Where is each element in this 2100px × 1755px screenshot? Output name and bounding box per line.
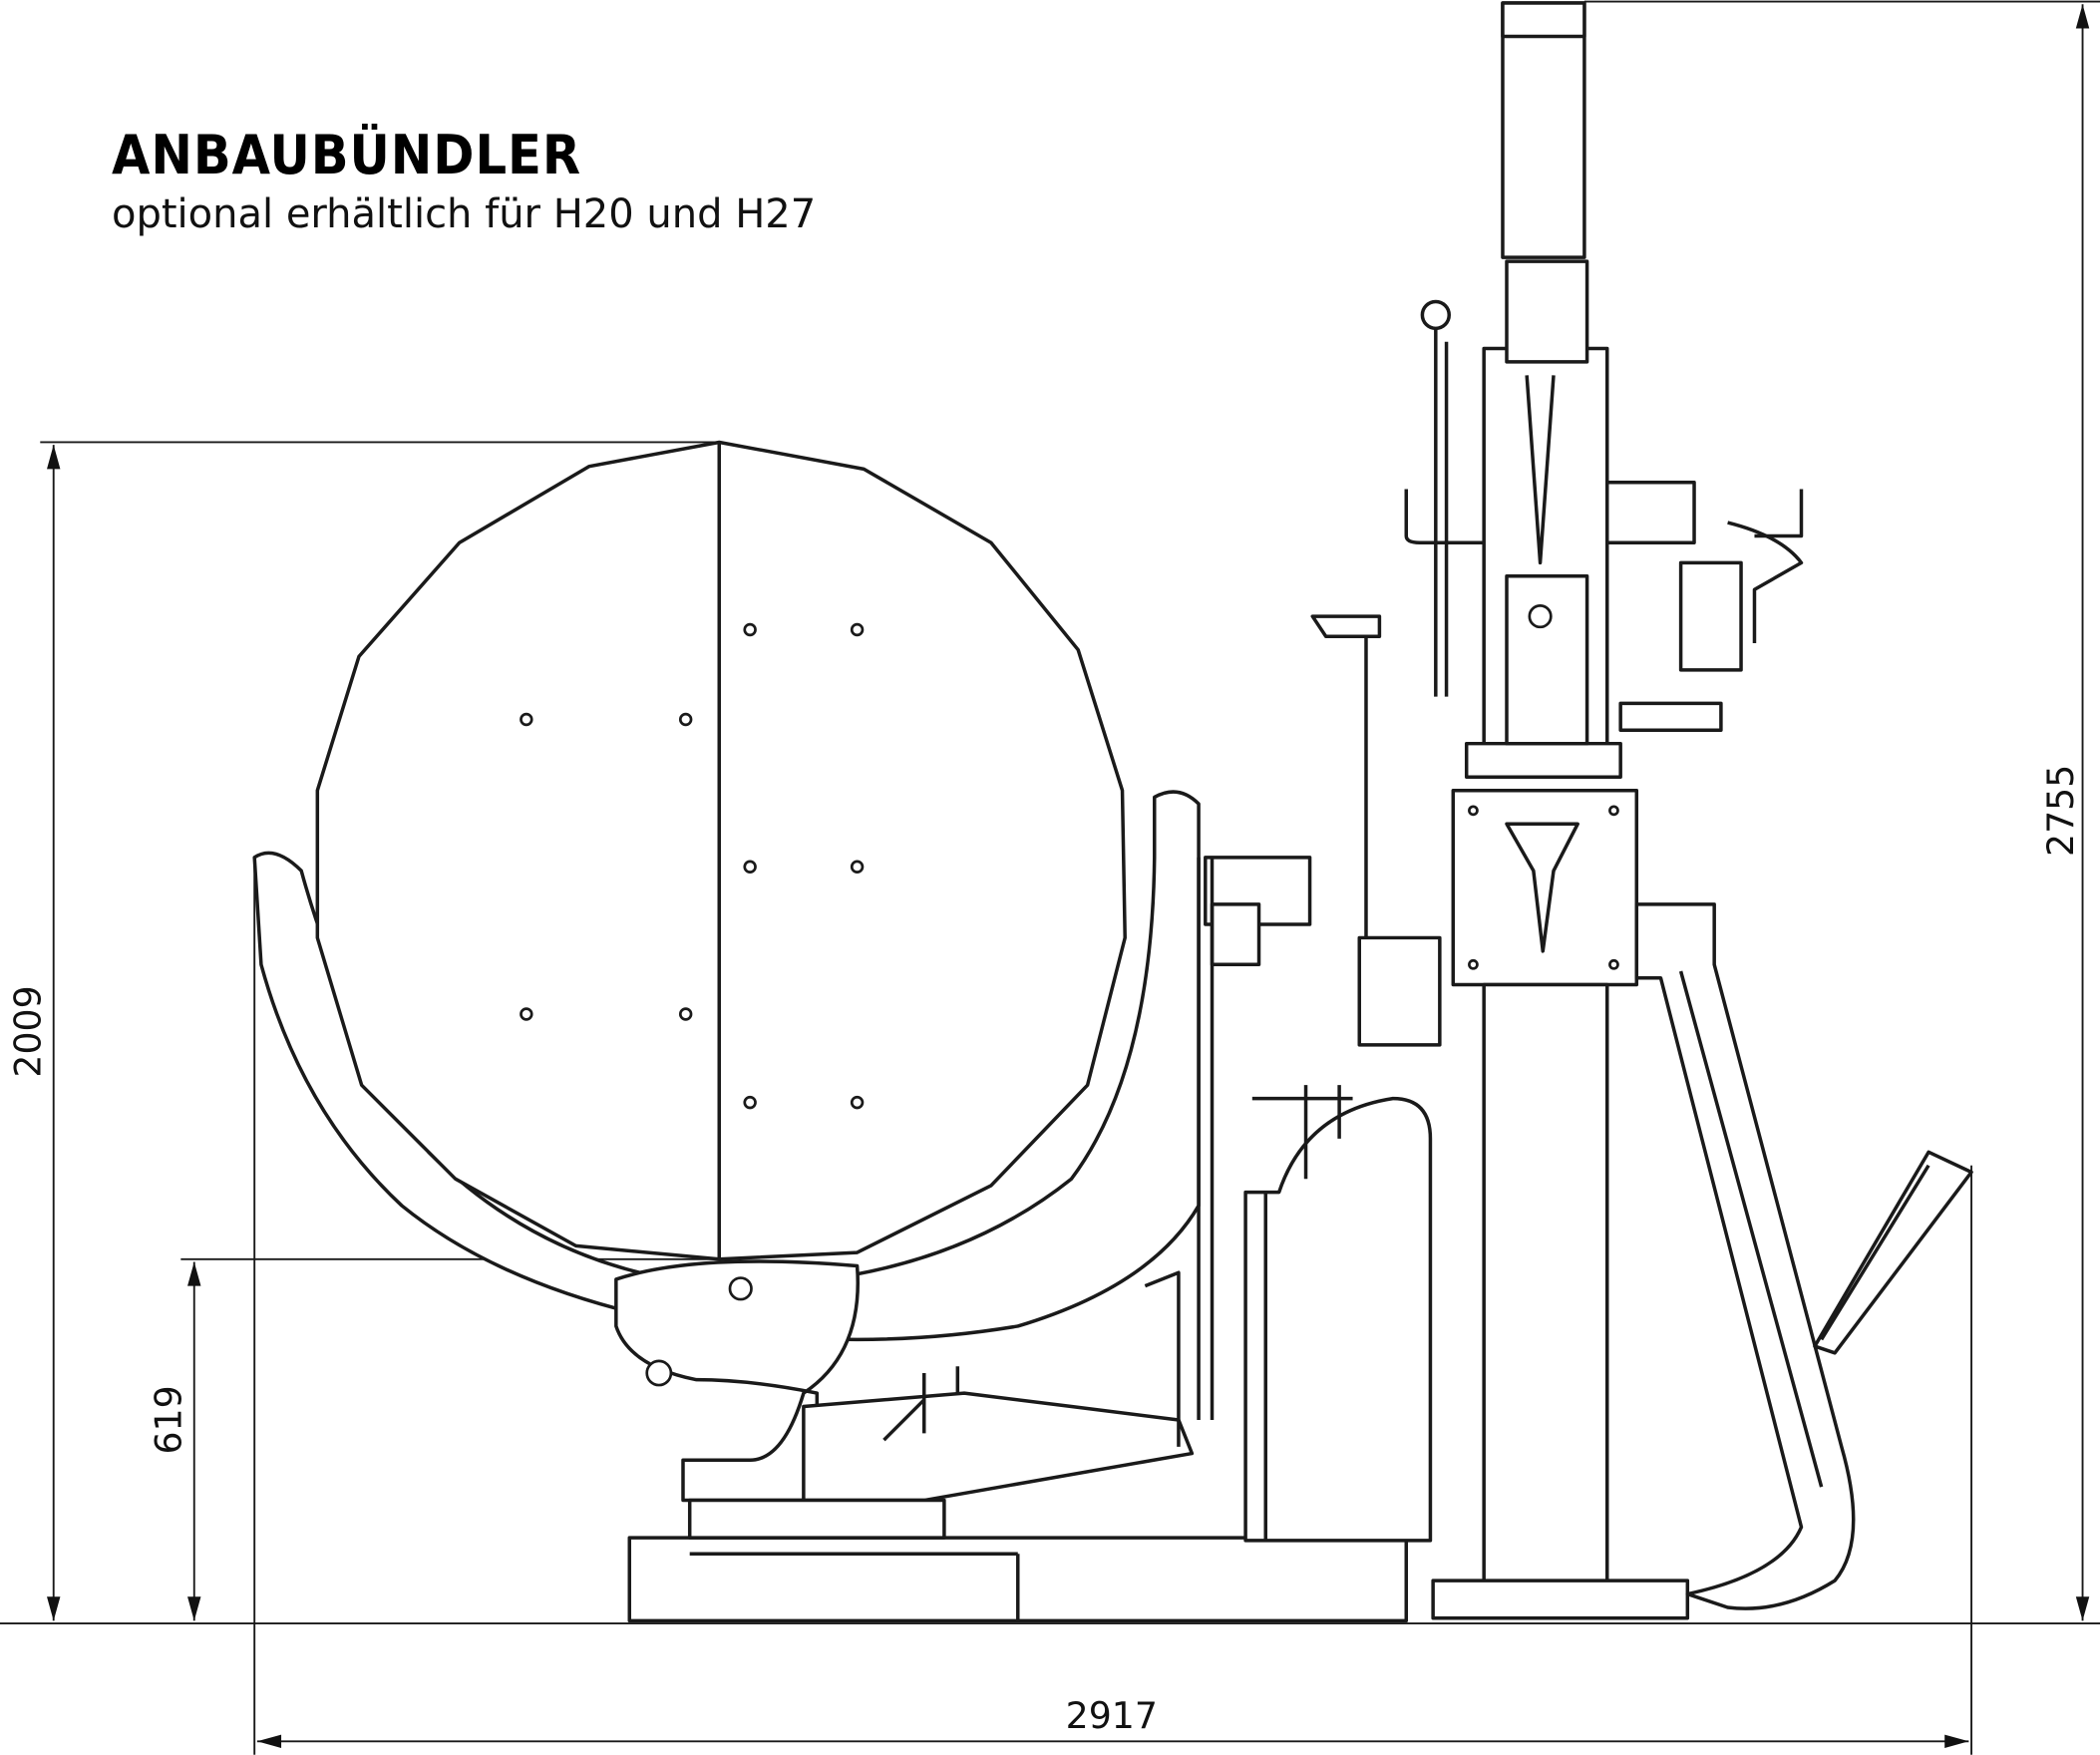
- chamber-bolts: [520, 622, 865, 1110]
- motor-housing: [1243, 1096, 1433, 1543]
- dimension-619: 619: [147, 1385, 189, 1454]
- dimension-2755: 2755: [2039, 765, 2082, 857]
- support-arm: [1634, 902, 1856, 1610]
- knotter-unit: [614, 1259, 860, 1503]
- bale-chamber: [315, 440, 1127, 1261]
- dimension-2917: 2917: [1066, 1694, 1158, 1737]
- drawing-title: ANBAUBÜNDLER: [112, 124, 582, 186]
- mast: [1431, 1, 1690, 1620]
- drawing-subtitle: optional erhältlich für H20 und H27: [112, 191, 817, 237]
- dimension-2009: 2009: [6, 985, 49, 1077]
